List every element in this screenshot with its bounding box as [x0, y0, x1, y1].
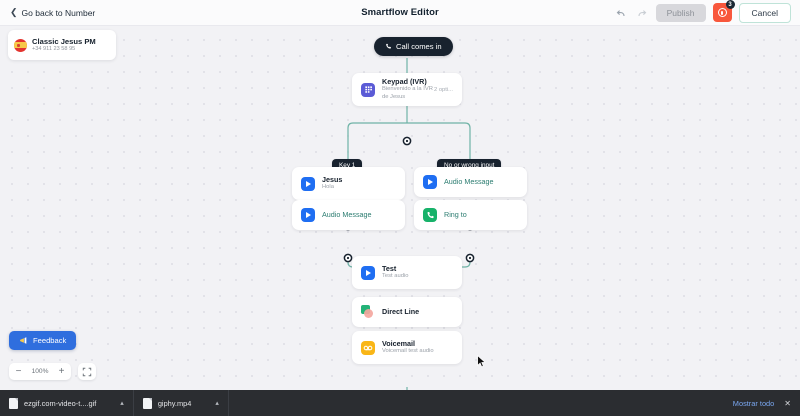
node-title: Ring to	[444, 210, 467, 220]
show-all-downloads-link[interactable]: Mostrar todo	[732, 398, 775, 408]
fit-screen-icon[interactable]	[78, 363, 96, 380]
node-subtitle: Hola	[322, 184, 334, 191]
spain-flag-icon	[14, 38, 27, 52]
voicemail-icon	[361, 340, 375, 355]
zoom-controls: − 100% +	[9, 363, 96, 380]
page-title: Smartflow Editor	[361, 7, 439, 18]
redo-icon[interactable]	[635, 6, 649, 20]
zoom-level: 100%	[31, 368, 49, 375]
node-call-comes-in[interactable]: Call comes in	[374, 37, 453, 56]
node-options-count: 2 opti...	[433, 86, 453, 93]
node-direct-line[interactable]: Direct Line	[352, 297, 462, 327]
go-back-label: Go back to Number	[21, 7, 96, 18]
play-icon	[301, 176, 315, 191]
feedback-button[interactable]: Feedback	[9, 331, 77, 350]
node-title: Audio Message	[444, 177, 494, 187]
phone-green-icon	[423, 208, 437, 222]
top-bar-actions: Publish 3 Cancel	[614, 0, 800, 23]
top-bar: ❮ Go back to Number Smartflow Editor Pub…	[0, 0, 800, 26]
direct-line-icon	[361, 305, 375, 319]
megaphone-icon	[20, 337, 27, 344]
contact-name: Classic Jesus PM	[32, 36, 96, 46]
close-icon[interactable]: ✕	[784, 398, 791, 408]
cancel-button[interactable]: Cancel	[738, 2, 791, 23]
phone-icon	[386, 43, 391, 49]
caret-up-icon[interactable]: ▴	[215, 400, 219, 407]
node-ring-to[interactable]: Ring to	[414, 200, 527, 230]
file-icon	[9, 397, 18, 409]
node-title: Keypad (IVR)	[382, 77, 427, 86]
alert-button-wrapper: 3	[712, 0, 735, 22]
chevron-left-icon: ❮	[10, 7, 18, 17]
node-title: Jesus	[322, 174, 343, 184]
node-jesus[interactable]: Jesus Hola	[292, 167, 405, 200]
go-back-button[interactable]: ❮ Go back to Number	[10, 8, 95, 18]
node-subtitle: Test audio	[382, 273, 409, 280]
contact-texts: Classic Jesus PM +34 911 23 58 95	[32, 37, 96, 54]
node-voicemail[interactable]: Voicemail Voicemail test audio	[352, 331, 462, 364]
feedback-label: Feedback	[33, 336, 67, 345]
zoom-in-button[interactable]: +	[52, 363, 71, 380]
publish-button[interactable]: Publish	[655, 3, 706, 22]
node-subtitle: Bienvenido a la IVR de Jesus	[382, 86, 433, 101]
node-title: Test	[382, 263, 397, 273]
download-item-0[interactable]: ezgif.com-video-t....gif ▴	[0, 390, 134, 416]
flow-canvas[interactable]: Classic Jesus PM +34 911 23 58 95 Call c…	[0, 26, 800, 390]
undo-icon[interactable]	[614, 6, 628, 20]
node-title: Voicemail	[382, 338, 416, 348]
downloads-bar-actions: Mostrar todo ✕	[733, 399, 800, 408]
play-icon	[361, 265, 375, 280]
node-test[interactable]: Test Test audio	[352, 256, 462, 289]
alert-badge: 3	[725, 0, 735, 9]
zoom-out-button[interactable]: −	[9, 363, 28, 380]
play-icon	[423, 175, 437, 189]
node-keypad-ivr[interactable]: Keypad (IVR) Bienvenido a la IVR de Jesu…	[352, 73, 462, 106]
downloads-bar: ezgif.com-video-t....gif ▴ giphy.mp4 ▴ M…	[0, 390, 800, 416]
node-title: Direct Line	[382, 307, 420, 317]
download-name: ezgif.com-video-t....gif	[24, 398, 97, 408]
play-icon	[301, 208, 315, 222]
contact-phone: +34 911 23 58 95	[32, 46, 76, 53]
download-item-1[interactable]: giphy.mp4 ▴	[134, 390, 229, 416]
caret-up-icon[interactable]: ▴	[120, 400, 124, 407]
node-audio-message-left[interactable]: Audio Message	[292, 200, 405, 230]
node-audio-message-right[interactable]: Audio Message	[414, 167, 527, 197]
file-icon	[142, 397, 152, 409]
mouse-cursor	[477, 354, 486, 373]
contact-card[interactable]: Classic Jesus PM +34 911 23 58 95	[8, 30, 116, 60]
node-subtitle: Voicemail test audio	[382, 348, 434, 355]
node-label: Call comes in	[396, 42, 442, 51]
node-title: Audio Message	[322, 210, 372, 220]
keypad-icon	[361, 82, 375, 97]
record-dot-icon	[717, 8, 727, 17]
download-name: giphy.mp4	[157, 398, 192, 408]
